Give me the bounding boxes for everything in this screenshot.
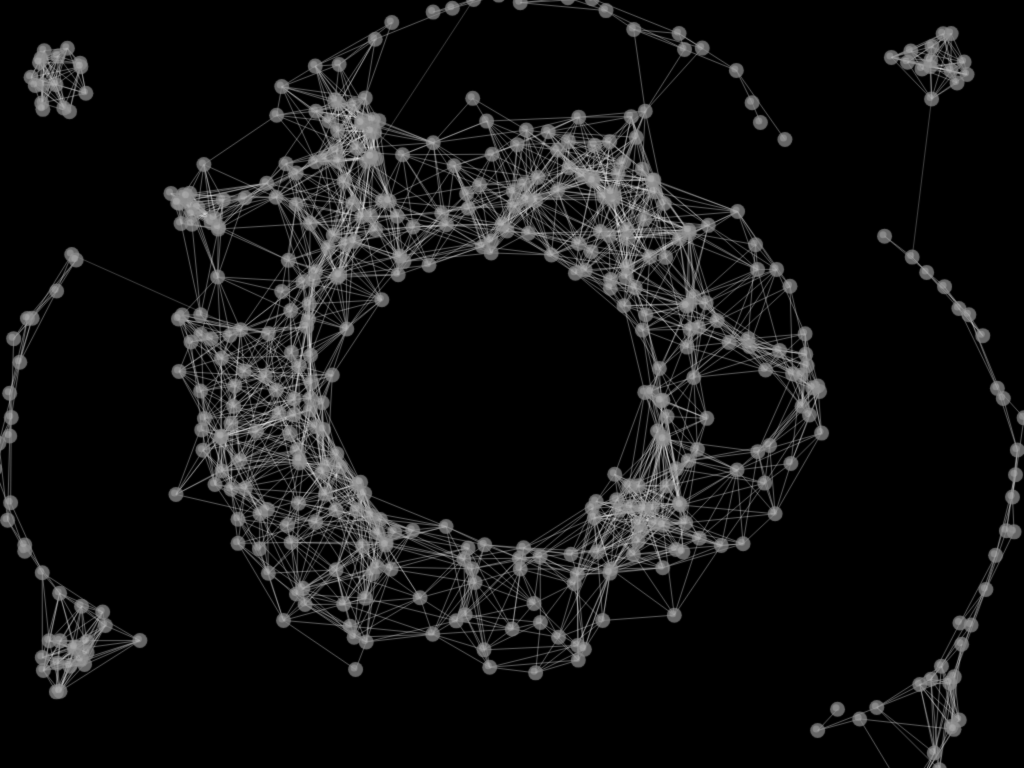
network-visualization [0, 0, 1024, 768]
particle-network-canvas [0, 0, 1024, 768]
